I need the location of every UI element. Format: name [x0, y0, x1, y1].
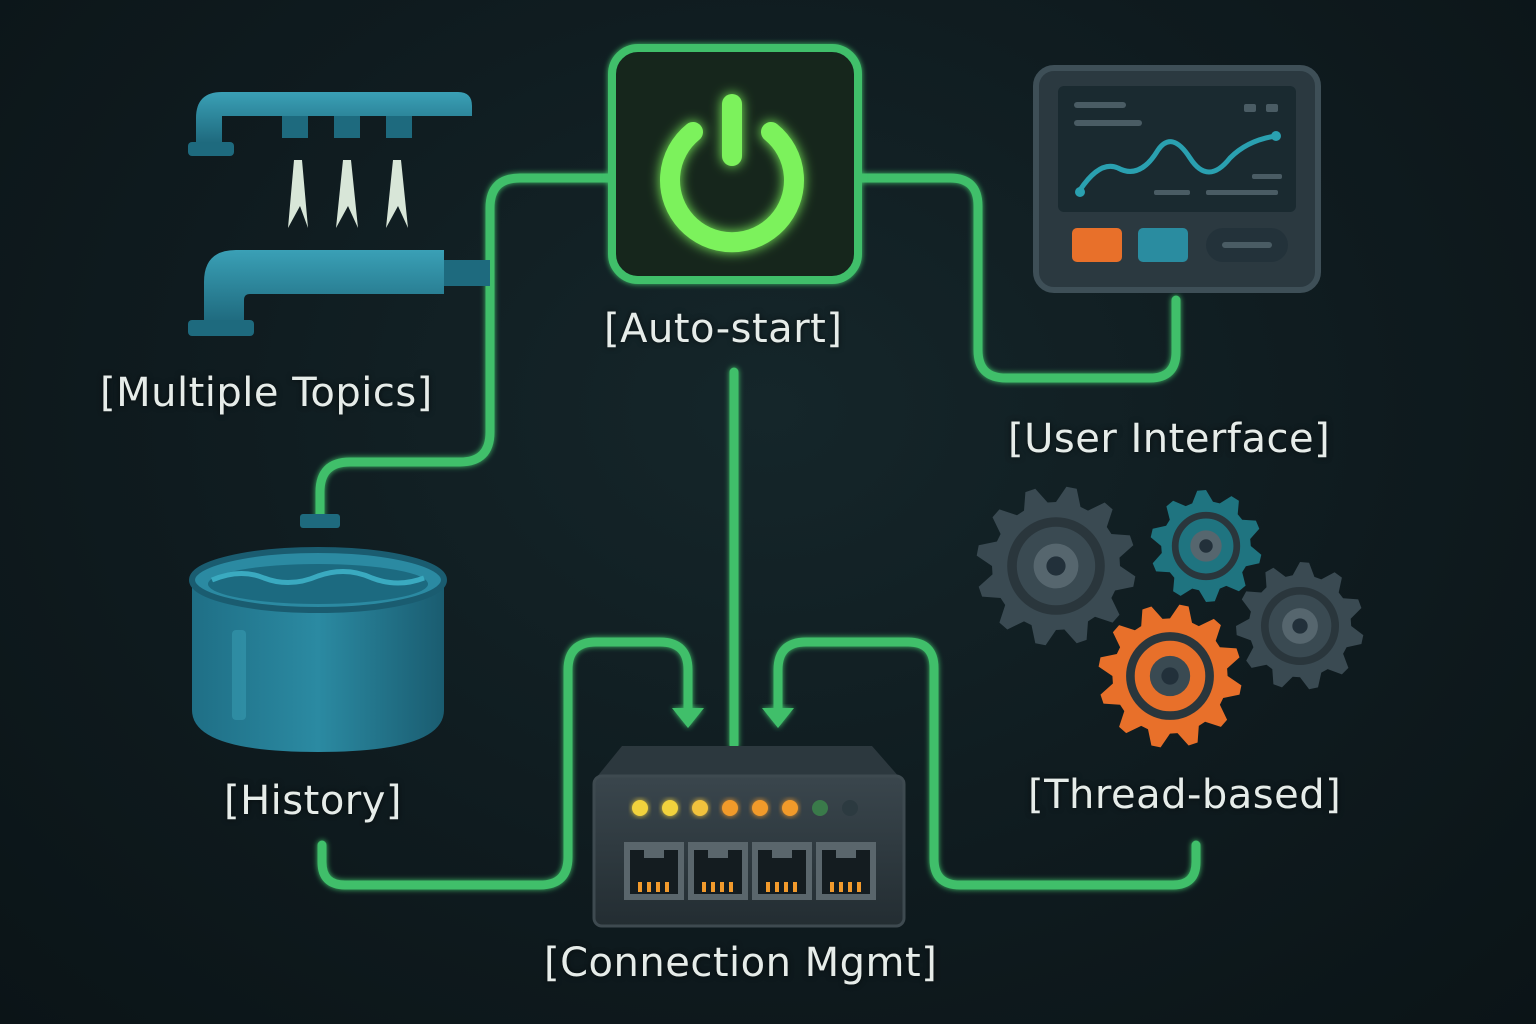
network-switch-icon	[592, 746, 906, 928]
ethernet-port	[688, 842, 748, 900]
status-led	[662, 800, 678, 816]
ethernet-ports	[624, 842, 876, 900]
dashboard-monitor-icon	[1033, 65, 1321, 293]
power-icon	[660, 94, 804, 253]
status-led	[632, 800, 648, 816]
auto-start-node	[608, 44, 862, 284]
ethernet-port	[752, 842, 812, 900]
ethernet-port	[624, 842, 684, 900]
arrowhead-right	[762, 708, 794, 728]
connector-arrowheads	[672, 708, 794, 728]
status-led	[812, 800, 828, 816]
connector-history-to-switch	[317, 637, 693, 890]
auto-start-label: [Auto-start]	[604, 306, 843, 352]
history-label: [History]	[224, 778, 403, 824]
gear-orange	[1098, 604, 1242, 748]
thread-based-label: [Thread-based]	[1028, 772, 1342, 818]
water-tank-icon	[189, 514, 447, 752]
user-interface-label: [User Interface]	[1008, 416, 1331, 462]
orange-tile	[1072, 228, 1122, 262]
status-led	[842, 800, 858, 816]
connector-thread-to-switch	[773, 637, 1201, 890]
gear-large-gray	[976, 486, 1136, 646]
connectors	[315, 173, 1201, 890]
arrowhead-left	[672, 708, 704, 728]
teal-tile	[1138, 228, 1188, 262]
status-led	[722, 800, 738, 816]
status-led	[692, 800, 708, 816]
gears-icon	[976, 486, 1364, 748]
gear-small-gray	[1236, 562, 1364, 690]
connector-power-to-history	[315, 173, 617, 523]
status-leds	[632, 800, 858, 816]
connector-power-to-ui	[853, 173, 1181, 383]
water-streams	[288, 160, 408, 228]
multiple-topics-label: [Multiple Topics]	[100, 370, 433, 416]
ethernet-port	[816, 842, 876, 900]
trend-line	[1077, 133, 1279, 193]
status-led	[752, 800, 768, 816]
connection-mgmt-label: [Connection Mgmt]	[544, 940, 938, 986]
status-led	[782, 800, 798, 816]
gear-teal	[1150, 490, 1262, 602]
faucet-icon	[188, 92, 490, 336]
